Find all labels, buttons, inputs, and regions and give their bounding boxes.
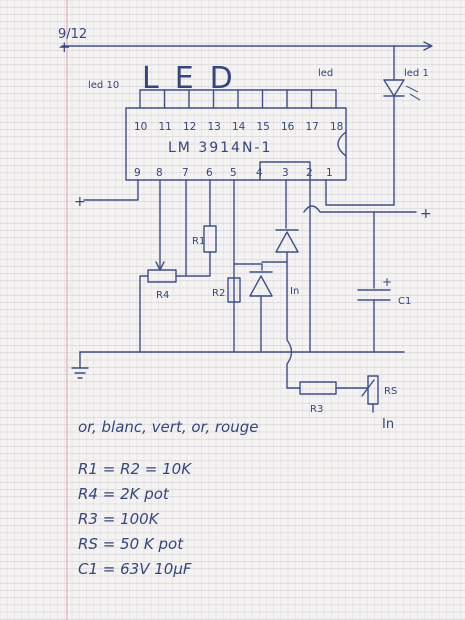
component-value-line: RS = 50 K pot <box>78 535 184 553</box>
c1-label: C1 <box>398 296 411 307</box>
r2-resistor <box>227 277 241 303</box>
plus-rail-right <box>303 205 417 213</box>
ground-icon <box>71 351 89 379</box>
pin-label-top: 12 <box>183 121 196 133</box>
rs-label: RS <box>384 386 397 397</box>
component-value-line: R4 = 2K pot <box>78 485 170 503</box>
pin-label-top: 18 <box>330 121 343 133</box>
r1-wire <box>185 251 211 277</box>
pin-label-top: 16 <box>281 121 295 133</box>
r1-resistor <box>203 225 217 253</box>
pin-label-top: 15 <box>257 121 270 133</box>
pin9-wire <box>83 179 139 201</box>
component-values: R1 = R2 = 10K R4 = 2K pot R3 = 100K RS = 50… <box>78 460 192 578</box>
led-label: led <box>318 68 333 79</box>
diode2-icon <box>249 275 273 297</box>
r4-label: R4 <box>156 290 169 301</box>
r1-label: R1 <box>192 236 205 247</box>
led1-label: led 1 <box>404 68 429 79</box>
pin-label-bottom: 5 <box>230 167 237 179</box>
pin-label-top: 13 <box>208 121 221 133</box>
component-value-line: R1 = R2 = 10K <box>78 460 192 478</box>
c1-plus: + <box>382 275 392 289</box>
ic-pins-top: 10 11 12 13 14 15 16 17 18 <box>134 121 343 133</box>
rail-arrow <box>423 41 433 51</box>
led-light-arrows-icon <box>405 85 421 101</box>
pin-label-bottom: 7 <box>182 167 189 179</box>
component-value-line: R3 = 100K <box>78 510 160 528</box>
pin4-pin2-link <box>259 161 311 181</box>
pin1-wire <box>325 179 395 206</box>
ic-notch <box>337 131 347 157</box>
input-wire <box>286 261 301 389</box>
diode1-icon <box>275 231 299 253</box>
r3-resistor <box>299 381 337 395</box>
led-leads <box>139 89 337 109</box>
ic-body <box>125 107 347 181</box>
pin-label-bottom: 8 <box>156 167 163 179</box>
pin-label-bottom: 1 <box>326 167 333 179</box>
supply-plus: + <box>58 38 71 56</box>
left-plus: + <box>74 194 86 210</box>
pin-label-top: 14 <box>232 121 246 133</box>
supply-label: 9/12 <box>58 27 87 42</box>
pin-label-top: 17 <box>306 121 319 133</box>
colors-note: or, blanc, vert, or, rouge <box>78 418 258 436</box>
component-value-line: C1 = 63V 10µF <box>78 560 192 578</box>
r4-resistor <box>147 269 177 283</box>
in-label-mid: In <box>290 286 299 297</box>
pin-label-bottom: 6 <box>206 167 213 179</box>
ic-name: LM 3914N-1 <box>168 140 272 156</box>
pin-label-top: 11 <box>159 121 172 133</box>
pin-label-top: 10 <box>134 121 147 133</box>
r2-top-wire <box>233 263 263 271</box>
rs-wiper-icon <box>361 379 375 397</box>
r3-label: R3 <box>310 404 323 415</box>
pin-label-bottom: 3 <box>282 167 289 179</box>
led10-label: led 10 <box>88 80 119 91</box>
title-led: LED <box>142 61 249 96</box>
r4-ground-wire <box>139 275 149 353</box>
in-label-bottom: In <box>382 417 394 432</box>
led1-diode-icon <box>383 79 405 97</box>
pin-label-bottom: 9 <box>134 167 141 179</box>
r2-label: R2 <box>212 288 225 299</box>
right-plus: + <box>420 206 432 222</box>
diode-link <box>261 251 288 263</box>
